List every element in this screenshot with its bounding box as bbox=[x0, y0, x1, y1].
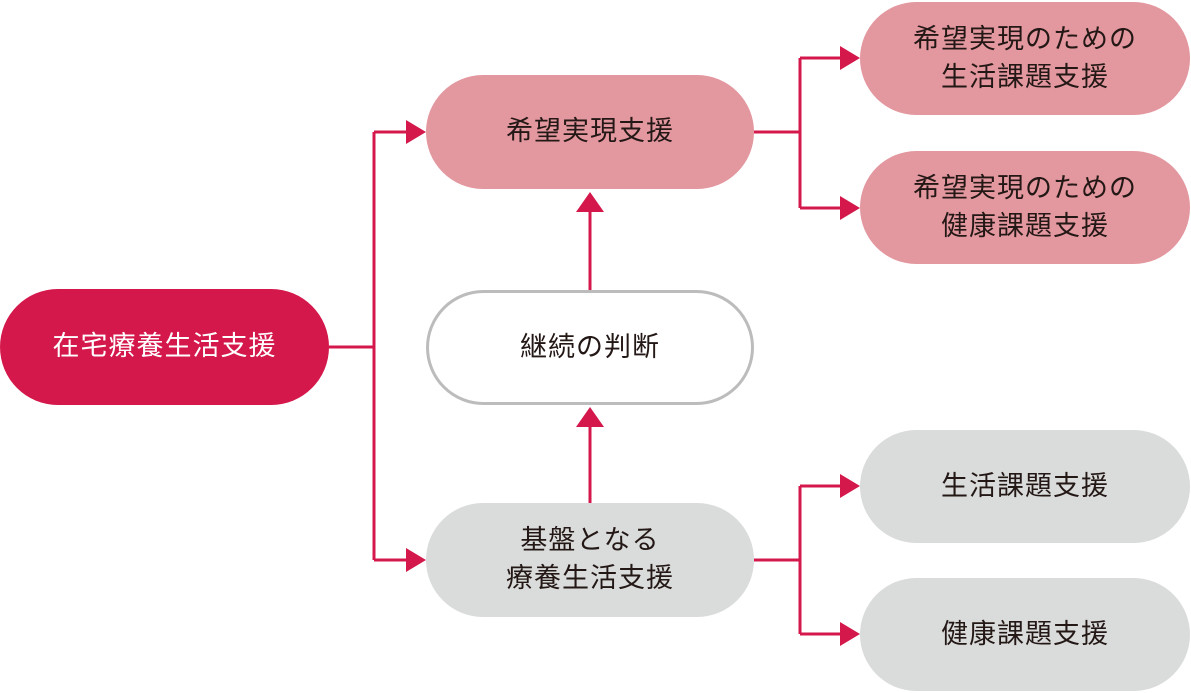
arrow-to-hope bbox=[406, 120, 426, 144]
hope-health-support-node: 希望実現のための 健康課題支援 bbox=[860, 151, 1190, 264]
arrow-up-to-hope bbox=[576, 192, 604, 212]
arrow-to-base bbox=[406, 548, 426, 572]
arrow-to-hope-health bbox=[840, 196, 860, 220]
root-node: 在宅療養生活支援 bbox=[0, 289, 329, 405]
arrow-to-base-health bbox=[840, 622, 860, 646]
hope-connector bbox=[754, 56, 842, 210]
base-connector bbox=[754, 484, 842, 636]
hope-life-support-node: 希望実現のための 生活課題支援 bbox=[860, 2, 1190, 115]
base-support-node: 基盤となる 療養生活支援 bbox=[426, 503, 754, 617]
arrow-up-to-judgment bbox=[576, 407, 604, 427]
base-health-support-node: 健康課題支援 bbox=[860, 578, 1190, 691]
root-connector bbox=[329, 130, 408, 562]
arrow-to-hope-life bbox=[840, 46, 860, 70]
base-life-support-node: 生活課題支援 bbox=[860, 430, 1190, 543]
hope-support-node: 希望実現支援 bbox=[426, 75, 754, 189]
arrow-to-base-life bbox=[840, 474, 860, 498]
continuation-judgment-node: 継続の判断 bbox=[426, 290, 754, 405]
